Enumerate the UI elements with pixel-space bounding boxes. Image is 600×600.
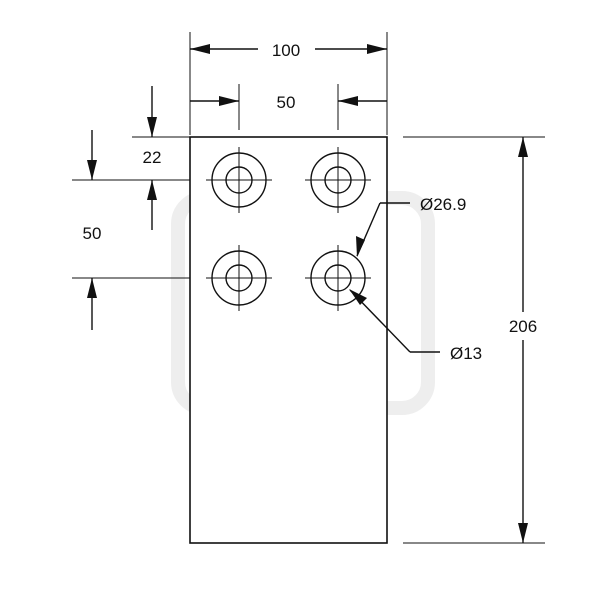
dimension-overall-width: 100 [189, 32, 388, 135]
dimension-overall-height: 206 [403, 136, 545, 544]
hole-bottom-left [206, 245, 272, 311]
dimension-text-top-edge-offset: 22 [143, 148, 162, 167]
leader-hole-diameter: Ø13 [349, 289, 482, 363]
dimension-hole-spacing-y: 50 [72, 130, 190, 330]
dimension-hole-spacing-x: 50 [190, 84, 387, 130]
label-hole-diameter: Ø13 [450, 344, 482, 363]
leader-counterbore-diameter: Ø26.9 [356, 195, 466, 257]
hole-top-right [305, 147, 371, 213]
dimension-text-overall-height: 206 [509, 317, 537, 336]
dimension-text-hole-spacing-x: 50 [277, 93, 296, 112]
dimension-text-overall-width: 100 [272, 41, 300, 60]
label-counterbore-diameter: Ø26.9 [420, 195, 466, 214]
hole-bottom-right [305, 245, 371, 311]
dimension-top-edge-offset: 22 [132, 86, 190, 230]
dimension-text-hole-spacing-y: 50 [83, 224, 102, 243]
hole-top-left [206, 147, 272, 213]
plate-outline [189, 136, 388, 544]
